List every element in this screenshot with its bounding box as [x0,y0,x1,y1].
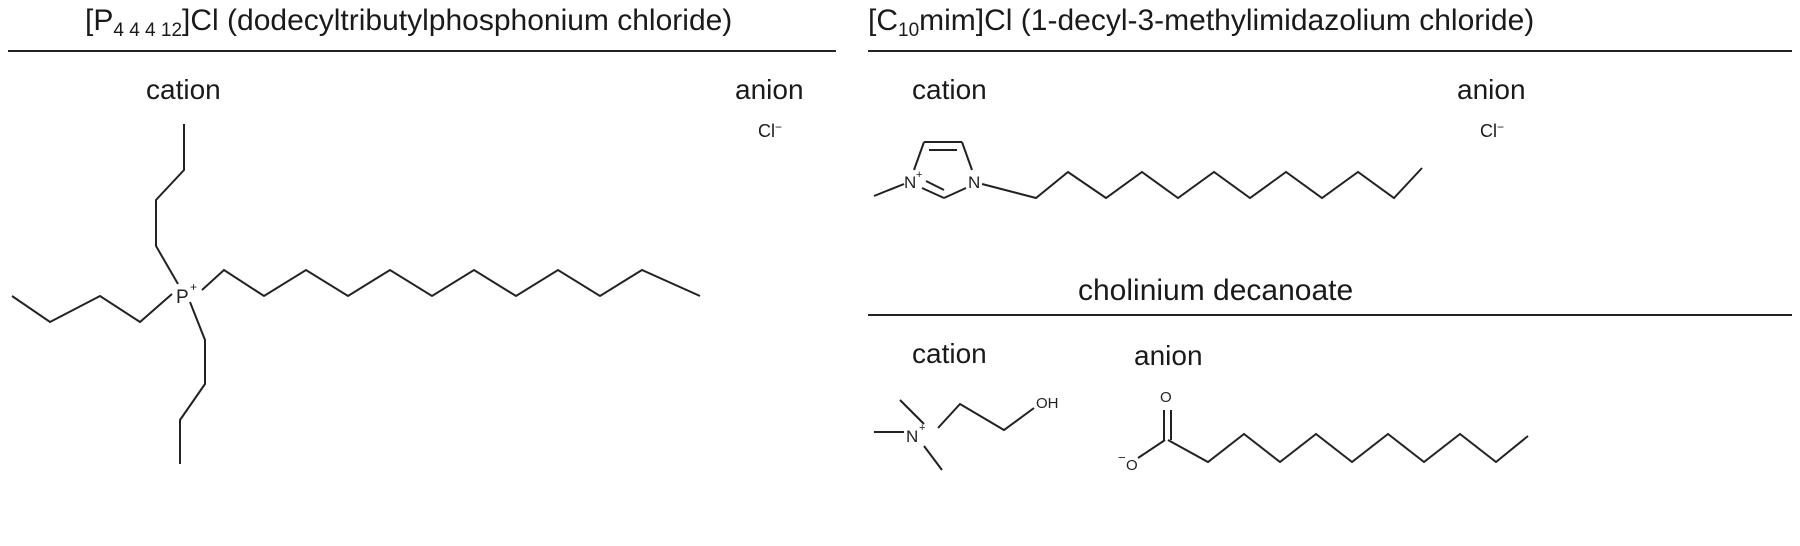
right-top-title-suffix: mim]Cl (1-decyl-3-methylimidazolium chlo… [919,4,1535,37]
right-top-anion-charge: − [1497,120,1505,134]
left-anion-symbol: Cl [758,121,775,141]
cholinium-ethanol-chain-bond [937,402,1035,432]
right-top-anion-label: anion [1457,74,1526,105]
phosphonium-atom-p-charge: + [190,280,197,294]
imidazolium-decyl-chain-bond [981,167,1423,200]
decanoate-carboxylate-single-bond [1137,439,1166,459]
decanoate-atom-o-minus: O [1126,457,1138,474]
left-title-prefix: [P [85,4,114,37]
imidazolium-ring-double-bond-n3-c2 [925,180,945,191]
imidazolium-methyl-bond [873,183,905,197]
decanoate-alkyl-chain-bond [1167,432,1529,464]
imidazolium-atom-n1: N [968,173,980,192]
left-anion-charge: − [775,120,783,134]
phosphonium-left-butyl-bond [11,293,173,324]
right-top-title-subscript: 10 [898,20,920,41]
cholinium-atom-oh: OH [1036,395,1059,412]
right-bottom-anion-label: anion [1134,340,1203,371]
right-top-title-rule [868,50,1792,52]
cholinium-atom-n-charge: + [919,422,925,434]
phosphonium-upper-butyl-bond [155,124,185,285]
right-top-panel-title: [C10mim]Cl (1-decyl-3-methylimidazolium … [868,4,1535,41]
right-bottom-panel-title: cholinium decanoate [1078,274,1354,307]
right-top-cation-label: cation [912,74,987,105]
left-panel-title: [P4 4 4 12]Cl (dodecyltributylphosphoniu… [85,4,733,41]
cholinium-cation-structure: N + OH [874,395,1059,471]
phosphonium-cation-structure: P + [11,124,701,464]
left-title-rule [8,50,836,52]
cholinium-atom-n: N [906,427,918,446]
phosphonium-atom-p: P [176,287,189,308]
cholinium-methyl-bond-up [899,399,925,425]
decanoate-atom-o-minus-charge: − [1118,450,1126,465]
imidazolium-ring-bond-c5-n1 [961,141,973,171]
imidazolium-atom-n3-charge: + [916,169,922,181]
phosphonium-lower-butyl-bond [179,301,206,464]
imidazolium-atom-n3: N [904,173,916,192]
right-top-anion-chloride: Cl− [1480,120,1505,141]
imidazolium-ring-bond-c2-n1 [943,187,967,199]
left-title-subscript: 4 4 4 12 [113,20,183,41]
cholinium-methyl-bond-down [923,445,943,471]
left-anion-label: anion [735,74,804,105]
left-cation-label: cation [146,74,221,105]
phosphonium-dodecyl-chain-bond [201,268,701,298]
decanoate-anion-structure: O − O [1118,389,1529,474]
left-anion-chloride: Cl− [758,120,783,141]
left-title-suffix: ]Cl (dodecyltributylphosphonium chloride… [182,4,733,37]
right-bottom-title-rule [868,314,1792,316]
right-top-anion-symbol: Cl [1480,121,1497,141]
imidazolium-cation-structure: N + N [873,141,1423,200]
right-bottom-cation-label: cation [912,338,987,369]
decanoate-atom-o-double: O [1160,389,1172,406]
imidazolium-ring-bond-n3-c2 [921,187,945,199]
right-top-title-prefix: [C [868,4,898,37]
imidazolium-ring-bond-c4-n3 [913,141,925,171]
